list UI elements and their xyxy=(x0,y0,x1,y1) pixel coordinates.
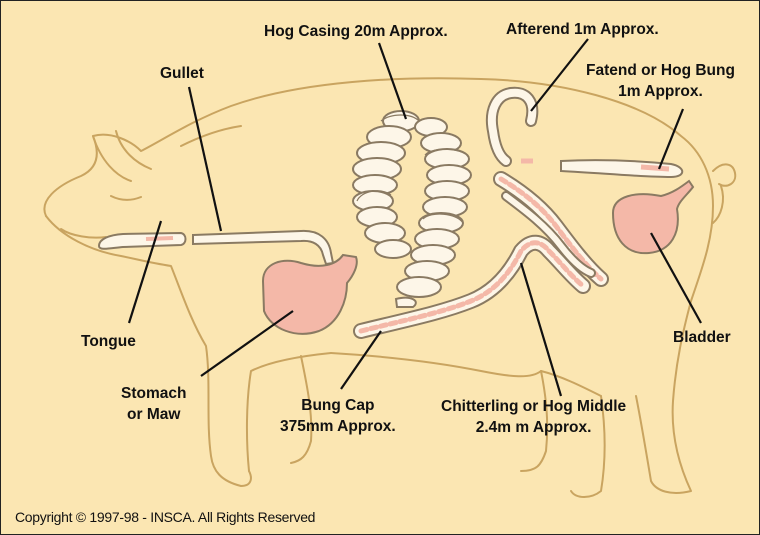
hog-casing-label: Hog Casing 20m Approx. xyxy=(264,21,448,42)
bung-cap-label: Bung Cap 375mm Approx. xyxy=(280,395,396,437)
tongue-label: Tongue xyxy=(81,331,136,352)
stomach-label: Stomach or Maw xyxy=(121,383,186,425)
fatend-label-line2: 1m Approx. xyxy=(586,81,735,102)
fatend-label: Fatend or Hog Bung 1m Approx. xyxy=(586,60,735,102)
hog-casing-coils xyxy=(353,111,471,307)
tongue-shape xyxy=(99,233,186,249)
copyright-notice: Copyright © 1997-98 - INSCA. All Rights … xyxy=(15,509,315,525)
fatend-shape xyxy=(561,160,682,177)
chitterling-label-line1: Chitterling or Hog Middle xyxy=(441,396,626,417)
afterend-shape xyxy=(492,93,533,161)
chitterling-label: Chitterling or Hog Middle 2.4m m Approx. xyxy=(441,396,626,438)
chitterling-label-line2: 2.4m m Approx. xyxy=(441,417,626,438)
bladder-shape xyxy=(613,181,693,253)
afterend-label: Afterend 1m Approx. xyxy=(506,19,659,40)
bung-cap-label-line2: 375mm Approx. xyxy=(280,416,396,437)
gullet-label: Gullet xyxy=(160,63,204,84)
bung-cap-label-line1: Bung Cap xyxy=(280,395,396,416)
fatend-label-line1: Fatend or Hog Bung xyxy=(586,60,735,81)
gullet-shape xyxy=(193,231,333,264)
stomach-label-line1: Stomach xyxy=(121,383,186,404)
stomach-label-line2: or Maw xyxy=(121,404,186,425)
bladder-label: Bladder xyxy=(673,327,731,348)
